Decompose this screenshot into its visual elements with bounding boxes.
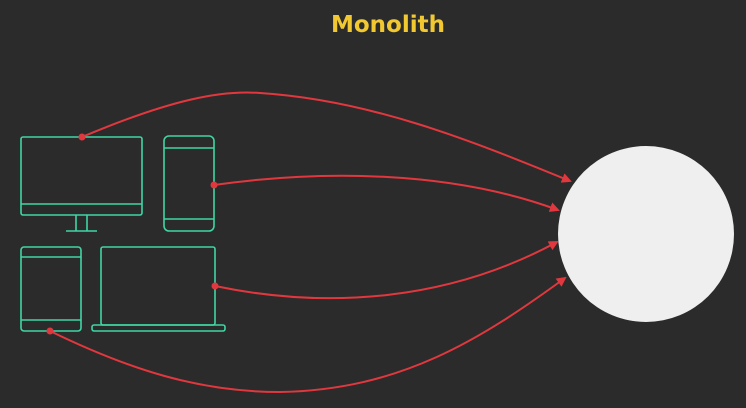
arrow-laptop-to-monolith xyxy=(214,241,559,300)
dot-desktop xyxy=(78,133,86,141)
dot-tablet xyxy=(46,327,54,335)
arrow-phone-to-monolith xyxy=(213,174,560,212)
page-title: Monolith xyxy=(330,12,445,38)
dot-laptop xyxy=(211,282,219,290)
phone-icon xyxy=(163,135,215,232)
arrow-origin-dots xyxy=(46,133,219,335)
arrow-desktop-to-monolith xyxy=(81,91,572,183)
desktop-monitor-icon xyxy=(20,136,143,232)
monolith-circle xyxy=(558,146,734,322)
arrow-tablet-to-monolith xyxy=(49,276,567,394)
tablet-icon xyxy=(20,246,82,332)
dot-phone xyxy=(210,181,218,189)
request-arrows xyxy=(49,91,572,394)
laptop-icon xyxy=(91,246,226,332)
